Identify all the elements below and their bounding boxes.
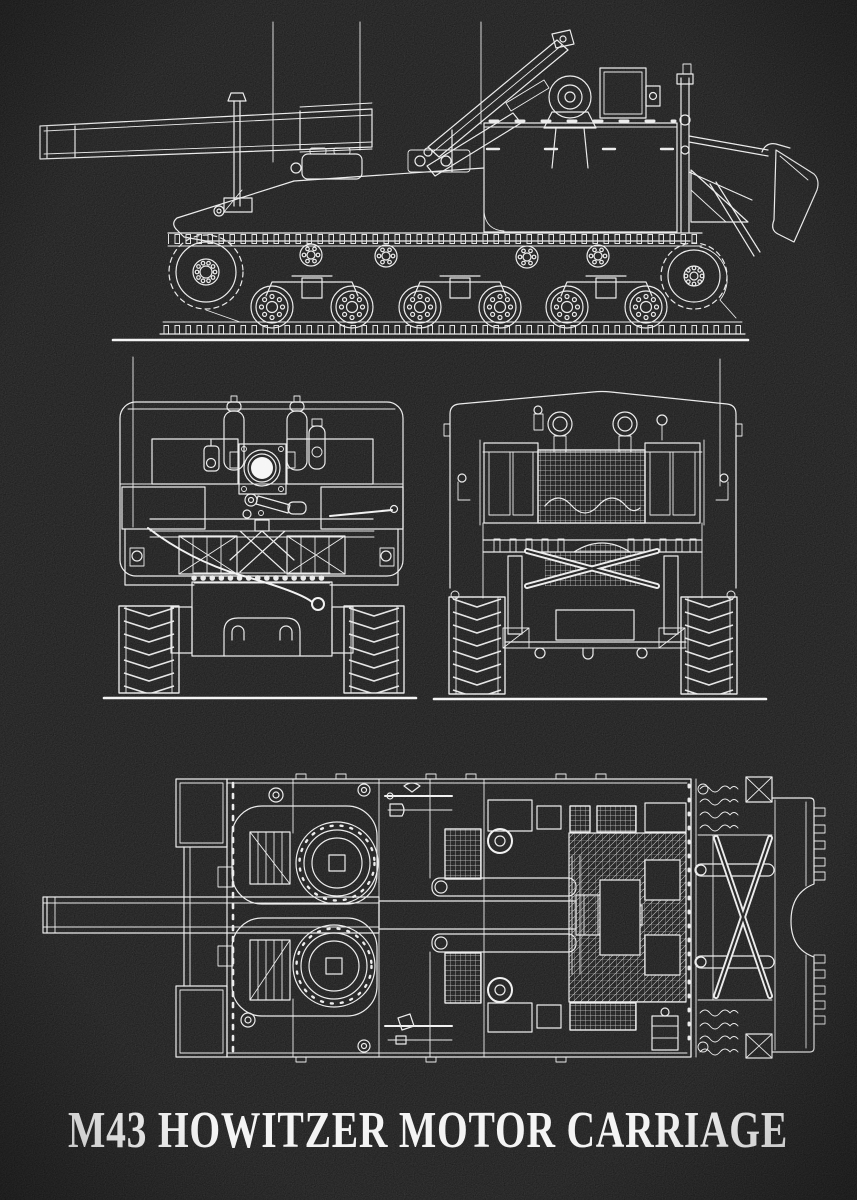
blueprint-canvas: M43 HOWITZER MOTOR CARRIAGE [0, 0, 857, 1200]
vignette-overlay [0, 0, 857, 1200]
blueprint-poster: M43 HOWITZER MOTOR CARRIAGE [0, 0, 857, 1200]
